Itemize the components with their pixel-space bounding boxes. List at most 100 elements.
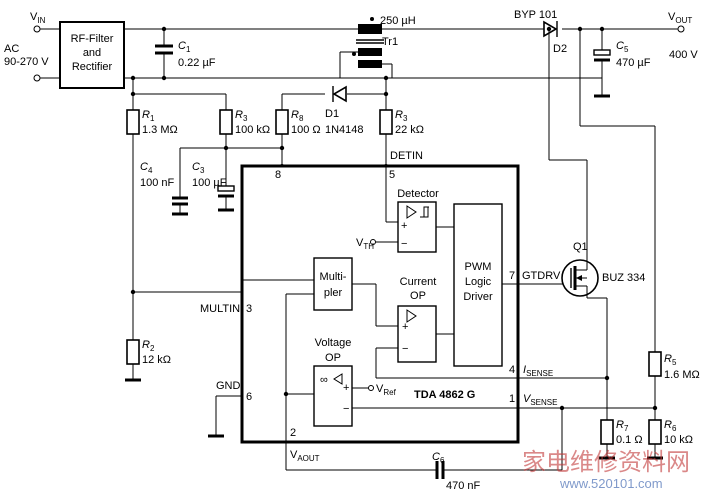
minus-sign: − xyxy=(343,403,349,415)
plus-sign: + xyxy=(343,382,349,394)
r3b-label: R3 xyxy=(395,109,408,123)
r3a-label: R3 xyxy=(235,109,248,123)
chip-label: TDA 4862 G xyxy=(414,389,475,401)
inductor-value: 250 µH xyxy=(380,15,416,27)
rf-filter-label: RF-Filter xyxy=(71,33,114,45)
vth-label: VTH xyxy=(356,237,374,251)
c1-label: C1 xyxy=(178,40,191,54)
tr1-dot xyxy=(352,52,356,56)
rf-filter-label: Rectifier xyxy=(72,61,113,73)
junction-dot xyxy=(283,391,289,397)
r8-label: R8 xyxy=(291,109,304,123)
detector-label: Detector xyxy=(397,188,439,200)
current-op-label: OP xyxy=(410,290,426,302)
minus-sign: − xyxy=(402,343,408,355)
r8-value: 100 Ω xyxy=(291,124,321,136)
vout-terminal xyxy=(677,25,685,33)
byp-label: BYP 101 xyxy=(514,9,557,21)
pin3-label: 3 xyxy=(246,303,252,315)
r3a-value: 100 kΩ xyxy=(235,124,270,136)
detector-symbol xyxy=(406,205,417,219)
gnd-label: GND xyxy=(216,380,241,392)
c3-plate-top xyxy=(217,185,235,192)
c6-value: 470 nF xyxy=(446,480,481,492)
r5-resistor xyxy=(648,351,662,377)
pwm-label: PWM xyxy=(465,261,492,273)
r3a-resistor xyxy=(219,109,233,135)
detin-label: DETIN xyxy=(390,150,423,162)
c6-label: C6 xyxy=(432,451,445,465)
vsense-label: VSENSE xyxy=(523,393,557,407)
r6-label: R6 xyxy=(664,419,677,433)
current-op-label: Current xyxy=(400,276,437,288)
r3b-value: 22 kΩ xyxy=(395,124,424,136)
vin-terminal xyxy=(33,25,41,33)
tr1-winding-a xyxy=(358,48,382,56)
rf-filter-block xyxy=(59,21,125,89)
r1-label: R1 xyxy=(142,109,155,123)
junction-dot xyxy=(652,405,658,411)
r5-value: 1.6 MΩ xyxy=(664,369,700,381)
junction-dot xyxy=(279,145,285,151)
pin8-label: 8 xyxy=(275,169,281,181)
rf-filter-label: and xyxy=(83,47,101,59)
r7-label: R7 xyxy=(616,419,629,433)
ac-range-label: 90-270 V xyxy=(4,56,49,68)
pwm-block xyxy=(453,203,503,367)
vref-label: VRef xyxy=(376,383,397,397)
vref-terminal xyxy=(368,385,374,391)
watermark-text: 家电维修资料网 xyxy=(522,448,690,476)
vin-label: VIN xyxy=(30,11,46,25)
plus-sign: + xyxy=(401,220,407,232)
multiplier-label: Multi- xyxy=(320,271,347,283)
multiplier-label: pler xyxy=(324,287,343,299)
c5-plate-top xyxy=(593,49,611,56)
voltage-op-block xyxy=(313,365,353,427)
r2-value: 12 kΩ xyxy=(142,354,171,366)
pin1-label: 1 xyxy=(509,393,515,405)
r7-resistor xyxy=(600,419,614,445)
opamp-symbol xyxy=(406,309,417,323)
vout-voltage: 400 V xyxy=(669,49,698,61)
gtdrv-label: GTDRV xyxy=(522,270,561,282)
junction-dot xyxy=(383,75,389,81)
d1-label: D1 xyxy=(325,108,339,120)
plus-sign: + xyxy=(402,321,408,333)
c4-value: 100 nF xyxy=(140,177,175,189)
q1-arrow xyxy=(576,275,582,281)
junction-dot xyxy=(577,26,583,32)
c5-value: 470 µF xyxy=(616,57,651,69)
hysteresis-icon xyxy=(420,206,429,218)
ic-tda4862 xyxy=(240,164,520,444)
d1-value: 1N4148 xyxy=(325,124,364,136)
junction-dot xyxy=(161,26,167,32)
ac-label: AC xyxy=(4,43,19,55)
infinity-sign: ∞ xyxy=(320,374,328,386)
ac-return-terminal xyxy=(33,74,41,82)
junction-dot xyxy=(130,75,136,81)
tr1-winding-b xyxy=(358,60,382,68)
r1-value: 1.3 MΩ xyxy=(142,124,178,136)
r8-resistor xyxy=(275,109,289,135)
r2-resistor xyxy=(126,339,140,365)
r6-resistor xyxy=(648,419,662,445)
pin5-label: 5 xyxy=(389,169,395,181)
r3b-resistor xyxy=(379,109,393,135)
vout-label: VOUT xyxy=(668,11,692,25)
r1-resistor xyxy=(126,109,140,135)
pin2-label: 2 xyxy=(290,427,296,439)
pwm-label: Logic xyxy=(465,276,492,288)
buz-label: BUZ 334 xyxy=(602,272,645,284)
c3-value: 100 µF xyxy=(192,177,227,189)
q1-label: Q1 xyxy=(573,241,588,253)
d2-label: D2 xyxy=(553,43,567,55)
opamp-symbol xyxy=(333,373,343,385)
isense-label: ISENSE xyxy=(523,364,553,378)
r7-value: 0.1 Ω xyxy=(616,434,643,446)
junction-dot xyxy=(130,91,136,97)
inductor-dot xyxy=(370,17,374,21)
voltage-op-label: Voltage xyxy=(315,337,352,349)
voltage-op-label: OP xyxy=(325,352,341,364)
vaout-label: VAOUT xyxy=(290,449,320,463)
